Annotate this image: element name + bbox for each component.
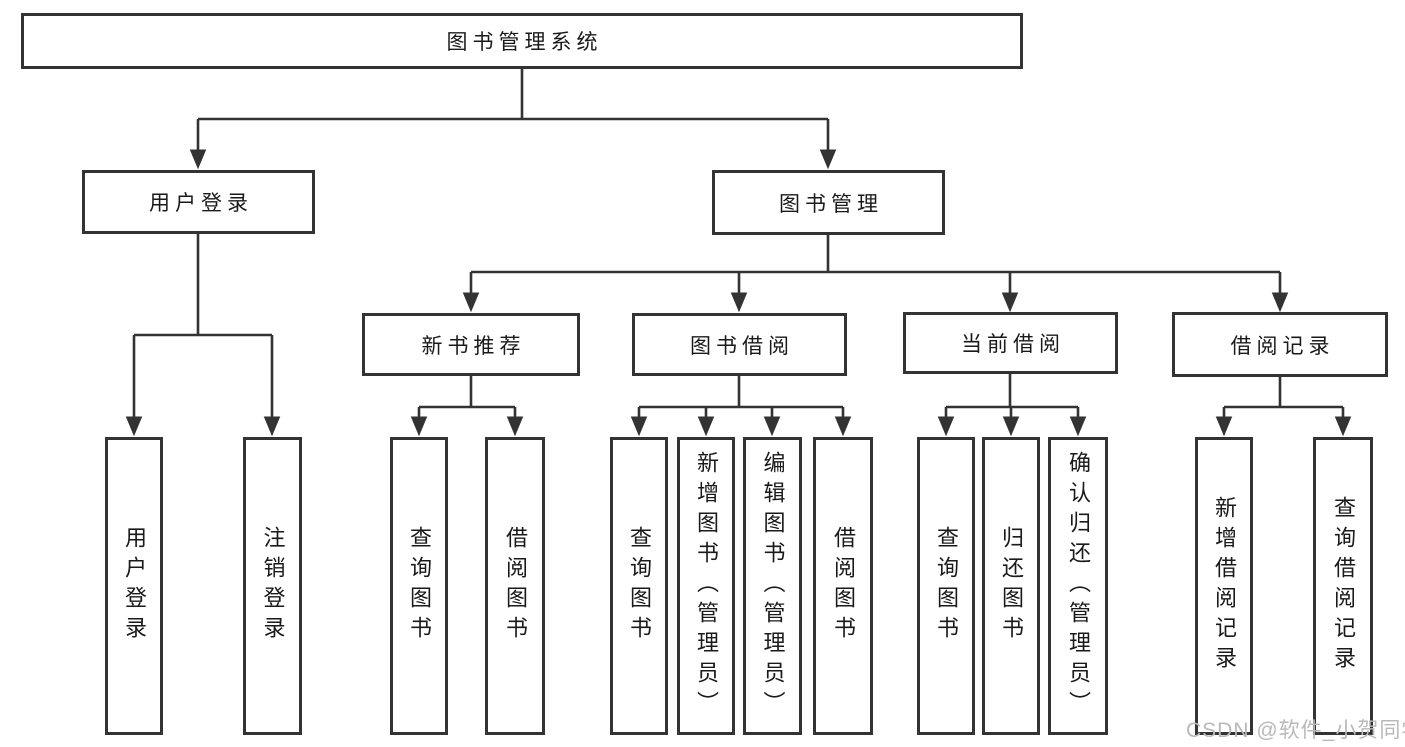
node-label: 借阅记录 (1230, 334, 1335, 358)
node-current-borrow: 当前借阅 (903, 312, 1118, 374)
node-user-login: 用户登录 (82, 170, 315, 234)
node-label: 图书管理 (779, 192, 883, 216)
node-label: 编辑图书（管理员） (760, 451, 786, 721)
node-label: 借阅图书 (831, 526, 856, 646)
connector-user-login-to-leaves (125, 233, 281, 437)
node-label: 新书推荐 (421, 334, 526, 358)
node-label: 当前借阅 (961, 333, 1065, 356)
connector-root-to-level2 (189, 68, 837, 170)
node-label: 图书管理系统 (446, 31, 603, 54)
node-book-management-system: 图书管理系统 (21, 13, 1023, 69)
node-label: 查询图书 (627, 526, 652, 646)
leaf-borrow-books-recommend: 借阅图书 (485, 437, 545, 735)
connector-book-management-to-level3 (462, 235, 1289, 313)
leaf-borrow-books: 借阅图书 (813, 437, 873, 735)
node-label: 用户登录 (122, 526, 147, 646)
node-label: 图书借阅 (690, 334, 794, 358)
leaf-query-borrow-record: 查询借阅记录 (1313, 437, 1373, 735)
leaf-edit-books-admin: 编辑图书（管理员） (743, 437, 802, 735)
node-label: 确认归还（管理员） (1066, 451, 1091, 721)
connector-new-book-recommend-to-leaves (410, 376, 524, 437)
node-label: 注销登录 (260, 526, 286, 646)
leaf-add-borrow-record: 新增借阅记录 (1195, 437, 1253, 735)
node-label: 查询图书 (934, 526, 959, 646)
node-label: 查询图书 (407, 526, 432, 646)
leaf-confirm-return-admin: 确认归还（管理员） (1048, 437, 1108, 735)
node-label: 归还图书 (999, 526, 1024, 646)
leaf-user-login: 用户登录 (105, 437, 163, 735)
node-book-management: 图书管理 (712, 170, 945, 235)
leaf-add-books-admin: 新增图书（管理员） (677, 437, 735, 735)
node-label: 借阅图书 (503, 526, 528, 646)
node-label: 查询借阅记录 (1331, 496, 1356, 676)
connector-borrow-records-to-leaves (1215, 377, 1352, 437)
connector-current-borrow-to-leaves (937, 373, 1087, 437)
node-label: 新增借阅记录 (1212, 496, 1237, 676)
leaf-return-books: 归还图书 (982, 437, 1040, 735)
leaf-query-books-borrow: 查询图书 (610, 437, 668, 735)
node-label: 用户登录 (149, 192, 253, 215)
node-borrow-records: 借阅记录 (1172, 312, 1388, 377)
leaf-logout: 注销登录 (243, 437, 302, 735)
leaf-query-books-current: 查询图书 (917, 437, 975, 735)
node-new-book-recommend: 新书推荐 (362, 313, 580, 376)
node-label: 新增图书（管理员） (694, 451, 719, 721)
leaf-query-books-recommend: 查询图书 (390, 437, 448, 735)
csdn-watermark: CSDN @软件_小贺同学 (1186, 719, 1405, 742)
connector-book-borrow-to-leaves (630, 376, 852, 437)
node-book-borrow: 图书借阅 (632, 313, 847, 376)
